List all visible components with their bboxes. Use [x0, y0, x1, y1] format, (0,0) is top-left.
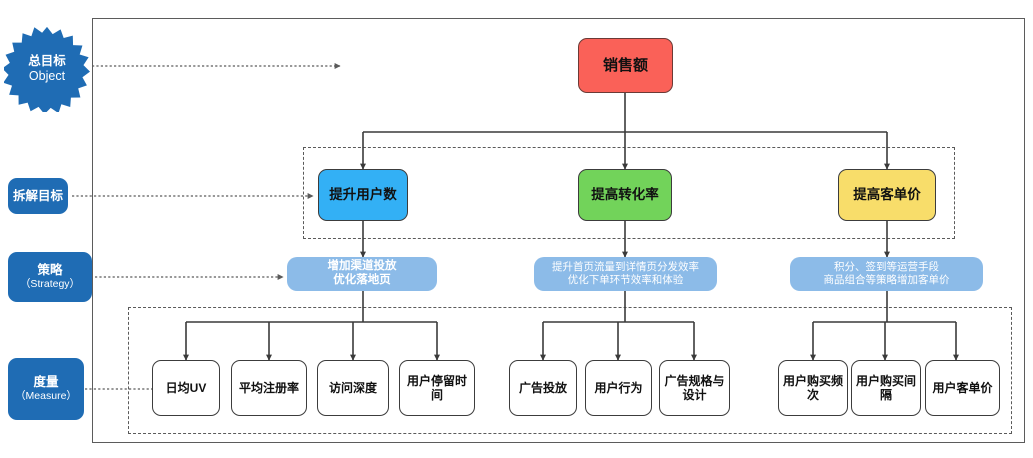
node-metric-purchase-frequency[interactable]: 用户购买频次 [778, 360, 848, 416]
rail-label-strategy-en: （Strategy） [19, 278, 81, 291]
starburst-icon [2, 26, 90, 115]
node-metric-ad-delivery[interactable]: 广告投放 [509, 360, 577, 416]
node-metric-visit-depth-label: 访问深度 [328, 380, 377, 395]
node-metric-dwell-time-label: 用户停留时间 [406, 373, 467, 402]
node-metric-avg-signup-rate[interactable]: 平均注册率 [231, 360, 307, 416]
node-strategy-channels-line2: 优化落地页 [333, 274, 391, 286]
rail-label-breakdown: 拆解目标 [8, 178, 68, 214]
rail-label-breakdown-cn: 拆解目标 [12, 188, 63, 203]
node-metric-user-aov[interactable]: 用户客单价 [925, 360, 1000, 416]
node-metric-daily-uv-label: 日均UV [165, 380, 207, 395]
node-metric-ad-spec-design-label: 广告规格与设计 [664, 373, 725, 402]
objective-badge: 总目标 Object [2, 26, 90, 115]
outer-frame [92, 18, 1025, 443]
node-objective-sales[interactable]: 销售额 [578, 38, 673, 93]
objective-badge-text: 总目标 Object [4, 26, 90, 112]
node-goal-aov-label: 提高客单价 [853, 186, 921, 202]
rail-label-measure-cn: 度量 [33, 375, 59, 390]
node-metric-purchase-frequency-label: 用户购买频次 [783, 373, 844, 402]
node-metric-ad-spec-design[interactable]: 广告规格与设计 [659, 360, 730, 416]
node-strategy-channels-line1: 增加渠道投放 [327, 260, 397, 273]
node-metric-user-behavior[interactable]: 用户行为 [585, 360, 652, 416]
node-metric-user-behavior-label: 用户行为 [594, 380, 643, 395]
node-strategy-conversion[interactable]: 提升首页流量到详情页分发效率 优化下单环节效率和体验 [534, 257, 717, 291]
node-goal-users[interactable]: 提升用户数 [318, 169, 408, 221]
measure-group-dashed-frame [128, 307, 1012, 434]
node-metric-purchase-interval[interactable]: 用户购买间隔 [851, 360, 921, 416]
node-goal-conversion[interactable]: 提高转化率 [578, 169, 672, 221]
node-goal-conversion-label: 提高转化率 [591, 186, 659, 202]
node-goal-users-label: 提升用户数 [329, 186, 397, 202]
node-strategy-aov-line2: 商品组合等策略增加客单价 [823, 274, 950, 286]
objective-badge-cn: 总目标 [28, 53, 66, 68]
node-strategy-conversion-line2: 优化下单环节效率和体验 [567, 274, 684, 286]
rail-label-strategy-cn: 策略 [37, 263, 63, 278]
goal-group-dashed-frame [303, 147, 955, 239]
rail-label-measure: 度量 （Measure） [8, 358, 84, 420]
node-strategy-conversion-line1: 提升首页流量到详情页分发效率 [552, 261, 699, 274]
rail-label-strategy: 策略 （Strategy） [8, 252, 92, 302]
node-metric-user-aov-label: 用户客单价 [932, 380, 993, 395]
node-metric-purchase-interval-label: 用户购买间隔 [856, 373, 917, 402]
rail-label-measure-en: （Measure） [15, 390, 77, 403]
node-metric-visit-depth[interactable]: 访问深度 [317, 360, 389, 416]
node-strategy-channels[interactable]: 增加渠道投放 优化落地页 [287, 257, 437, 291]
node-strategy-aov[interactable]: 积分、签到等运营手段 商品组合等策略增加客单价 [790, 257, 983, 291]
objective-badge-en: Object [28, 69, 66, 83]
node-metric-ad-delivery-label: 广告投放 [518, 380, 567, 395]
node-goal-aov[interactable]: 提高客单价 [838, 169, 936, 221]
node-metric-dwell-time[interactable]: 用户停留时间 [399, 360, 475, 416]
node-strategy-aov-line1: 积分、签到等运营手段 [834, 261, 939, 274]
node-objective-sales-label: 销售额 [602, 56, 648, 74]
node-metric-avg-signup-rate-label: 平均注册率 [238, 380, 299, 395]
node-metric-daily-uv[interactable]: 日均UV [152, 360, 220, 416]
